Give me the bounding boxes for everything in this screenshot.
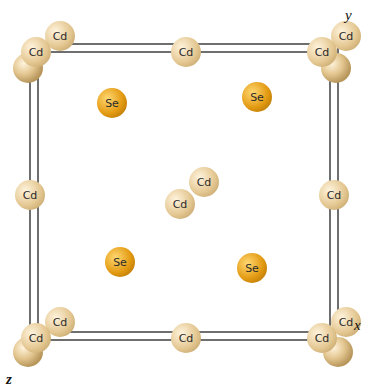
axis-label: z (6, 372, 12, 387)
axis-label: x (354, 318, 361, 333)
cd-atom: Cd (171, 37, 201, 67)
atom-label: Cd (53, 31, 68, 42)
atom-label: Cd (315, 47, 330, 58)
axis-label: y (345, 8, 352, 23)
front-face (30, 52, 330, 340)
se-atom: Se (105, 247, 135, 277)
se-atom: Se (97, 88, 127, 118)
atom-label: Cd (339, 317, 354, 328)
hidden-atoms (13, 53, 353, 367)
atom-label: Cd (29, 47, 44, 58)
back-face (38, 44, 338, 332)
cd-atom: Cd (21, 323, 51, 353)
se-atom: Se (237, 253, 267, 283)
atom-label: Cd (173, 199, 188, 210)
atom-label: Se (250, 92, 264, 103)
atom-label: Cd (315, 333, 330, 344)
atom-label: Se (113, 257, 127, 268)
atom-label: Cd (179, 333, 194, 344)
cd-atom: Cd (171, 323, 201, 353)
atom-label: Se (245, 263, 259, 274)
cd-atom: Cd (165, 189, 195, 219)
se-atom: Se (242, 82, 272, 112)
atom-label: Cd (23, 190, 38, 201)
atom-label: Cd (53, 317, 68, 328)
atom-label: Cd (179, 47, 194, 58)
atom-label: Cd (197, 177, 212, 188)
atom-label: Cd (339, 31, 354, 42)
cell-frame (30, 44, 338, 340)
cd-atom: Cd (21, 37, 51, 67)
cd-atom: Cd (189, 167, 219, 197)
atom-label: Se (105, 98, 119, 109)
atom-label: Cd (327, 190, 342, 201)
cd-atom: Cd (307, 323, 337, 353)
cd-atom: Cd (15, 180, 45, 210)
atom-label: Cd (29, 333, 44, 344)
cd-atom: Cd (307, 37, 337, 67)
cd-atom: Cd (319, 180, 349, 210)
